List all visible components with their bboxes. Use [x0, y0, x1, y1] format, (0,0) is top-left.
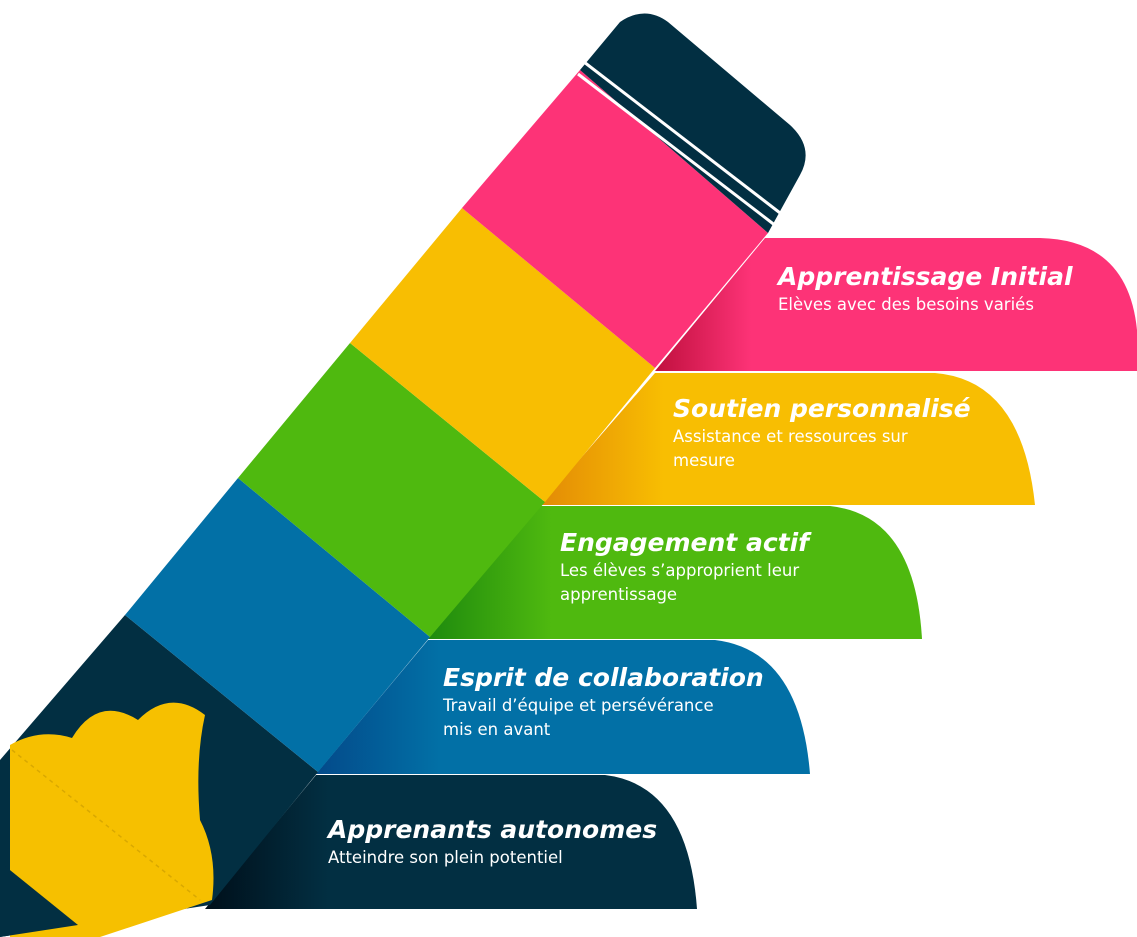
step-desc: Les élèves s’approprient leur apprentiss… [560, 561, 800, 604]
eraser-stripe-1 [577, 72, 777, 228]
step-desc: Travail d’équipe et persévérance mis en … [443, 696, 714, 739]
pencil-eraser-cap [580, 13, 806, 233]
step-title: Engagement actif [560, 528, 810, 557]
step-soutien-personnalise: Soutien personnalisé Assistance et resso… [673, 393, 973, 473]
pencil [0, 13, 806, 937]
ribbon-esprit-collaboration [316, 640, 810, 774]
pencil-band-green [238, 343, 545, 637]
step-title: Apprentissage Initial [778, 262, 1073, 291]
step-title: Soutien personnalisé [673, 394, 971, 423]
ribbons [205, 238, 1137, 909]
step-engagement-actif: Engagement actif Les élèves s’approprien… [560, 527, 860, 607]
pencil-band-yellow [350, 208, 655, 502]
pencil-tip-scallop-shadow [11, 749, 201, 901]
step-title: Esprit de collaboration [443, 663, 764, 692]
ribbon-apprentissage-initial [655, 238, 1137, 371]
ribbon-soutien-personnalise [540, 373, 1035, 505]
step-desc: Elèves avec des besoins variés [778, 295, 1034, 314]
ribbon-apprenants-autonomes [205, 775, 697, 909]
pencil-band-pink [462, 70, 768, 368]
ribbon-engagement-actif [428, 506, 922, 639]
step-desc: Assistance et ressources sur mesure [673, 427, 908, 470]
pencil-lead [0, 862, 78, 937]
step-apprenants-autonomes: Apprenants autonomes Atteindre son plein… [328, 814, 658, 870]
pencil-tip-wood [10, 702, 214, 937]
step-title: Apprenants autonomes [328, 815, 658, 844]
step-desc: Atteindre son plein potentiel [328, 848, 563, 867]
eraser-stripe-2 [583, 60, 785, 218]
pencil-band-blue [125, 478, 430, 772]
step-esprit-collaboration: Esprit de collaboration Travail d’équipe… [443, 662, 764, 742]
step-apprentissage-initial: Apprentissage Initial Elèves avec des be… [778, 261, 1073, 317]
